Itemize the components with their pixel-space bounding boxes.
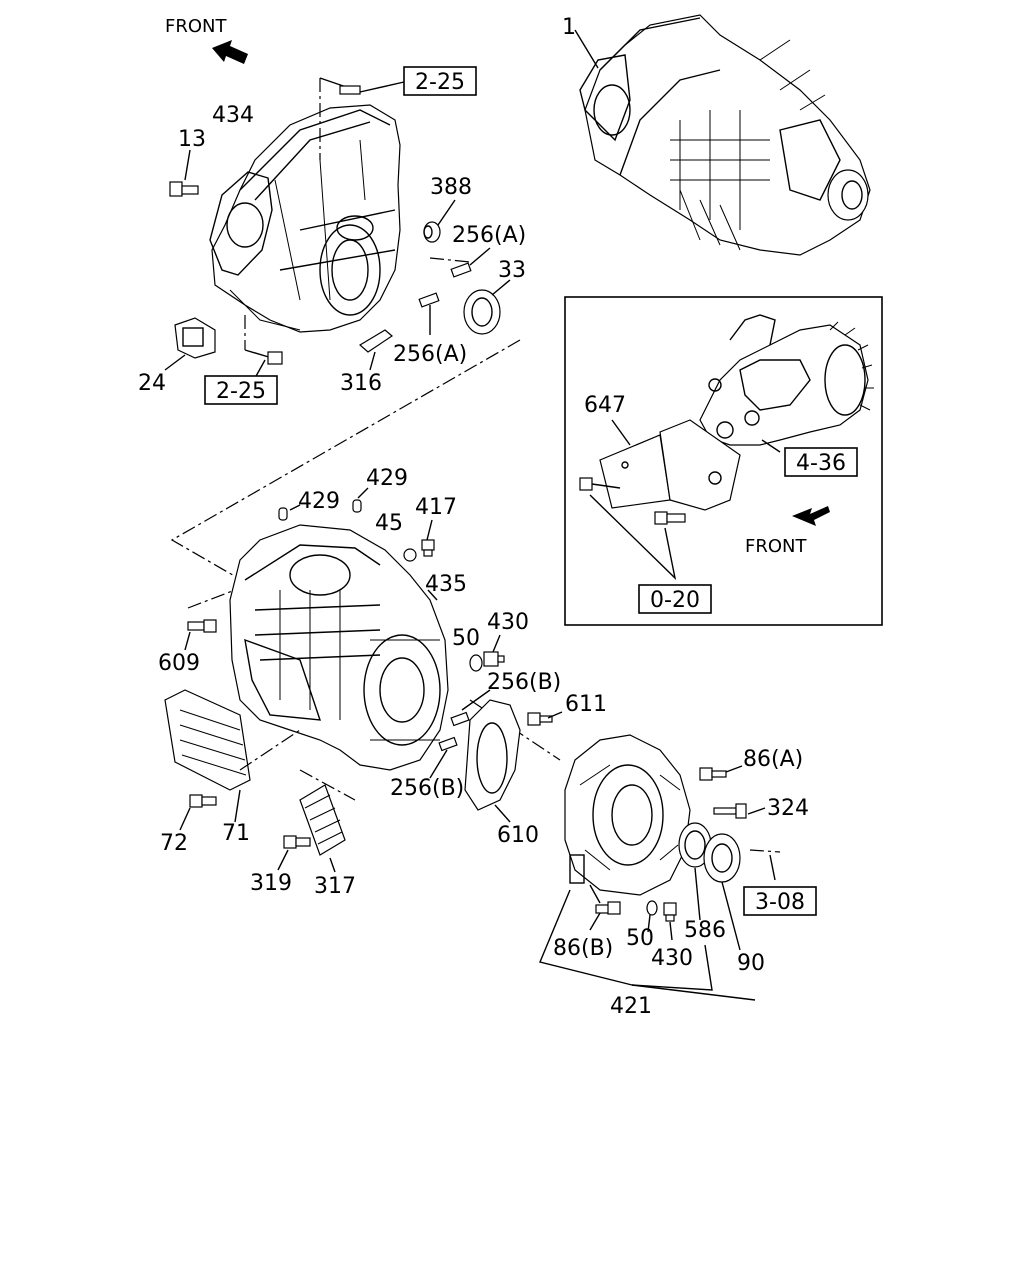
oil-seal-33 xyxy=(463,289,501,335)
label-388: 388 xyxy=(430,175,472,200)
bolt-319 xyxy=(283,835,311,849)
bolt-0-20-a xyxy=(579,477,621,491)
pto-pump xyxy=(699,314,874,446)
plug-429-a xyxy=(278,507,288,521)
dowel-pin-256a-1 xyxy=(450,262,472,278)
label-72: 72 xyxy=(160,831,188,856)
clutch-housing-434 xyxy=(209,104,401,333)
svg-text:2-25: 2-25 xyxy=(216,379,266,404)
bracket-647 xyxy=(599,419,741,511)
bushing-388 xyxy=(423,221,441,243)
ref-box-3-08: 3-08 xyxy=(743,886,817,916)
label-434: 434 xyxy=(212,103,254,128)
label-86a: 86(A) xyxy=(743,747,803,772)
bolt-0-20-b xyxy=(654,511,686,525)
label-256b-1: 256(B) xyxy=(487,670,561,695)
label-421: 421 xyxy=(610,994,652,1019)
plate-316 xyxy=(358,329,393,353)
label-50-b: 50 xyxy=(626,926,654,951)
label-610: 610 xyxy=(497,823,539,848)
label-13: 13 xyxy=(178,127,206,152)
label-256b-2: 256(B) xyxy=(390,776,464,801)
gasket-610 xyxy=(464,699,521,811)
svg-text:0-20: 0-20 xyxy=(650,588,700,613)
oring-45 xyxy=(403,548,417,562)
bolt-609 xyxy=(187,619,217,633)
front-label-inset: FRONT xyxy=(745,536,807,557)
ref-box-2-25-top: 2-25 xyxy=(403,66,477,96)
label-90: 90 xyxy=(737,951,765,976)
label-86b: 86(B) xyxy=(553,936,613,961)
bolt-top xyxy=(319,77,361,160)
label-71: 71 xyxy=(222,821,250,846)
plug-430-b xyxy=(663,902,677,922)
front-arrow-icon xyxy=(212,40,248,64)
plug-430-a xyxy=(483,651,505,667)
label-586: 586 xyxy=(684,918,726,943)
bolt-86a xyxy=(699,767,727,781)
label-316: 316 xyxy=(340,371,382,396)
label-611: 611 xyxy=(565,692,607,717)
cover-24 xyxy=(174,317,216,359)
ref-box-0-20: 0-20 xyxy=(638,584,712,614)
ref-box-2-25-bottom: 2-25 xyxy=(204,375,278,405)
bolt-72 xyxy=(189,794,217,808)
bolt-bottom xyxy=(244,315,283,365)
pin-256b-a xyxy=(450,711,470,727)
cover-317 xyxy=(299,784,346,856)
dowel-pin-256a-2 xyxy=(418,292,440,308)
ref-box-4-36: 4-36 xyxy=(784,447,858,477)
plug-429-b xyxy=(352,499,362,513)
label-417: 417 xyxy=(415,495,457,520)
label-45: 45 xyxy=(375,511,403,536)
label-317: 317 xyxy=(314,874,356,899)
label-24: 24 xyxy=(138,371,166,396)
svg-text:2-25: 2-25 xyxy=(415,70,465,95)
bolt-13 xyxy=(169,181,199,197)
svg-text:4-36: 4-36 xyxy=(796,451,846,476)
label-430-a: 430 xyxy=(487,610,529,635)
side-cover-71 xyxy=(164,689,251,791)
front-arrow-inset-icon xyxy=(792,506,830,526)
label-435: 435 xyxy=(425,572,467,597)
svg-text:3-08: 3-08 xyxy=(755,890,805,915)
label-324: 324 xyxy=(767,796,809,821)
label-647: 647 xyxy=(584,393,626,418)
transmission-case-435 xyxy=(229,524,449,771)
bolt-86b xyxy=(595,901,621,915)
plug-417 xyxy=(421,539,435,557)
label-430-b: 430 xyxy=(651,946,693,971)
rear-cover-421 xyxy=(564,734,691,896)
label-1: 1 xyxy=(562,15,576,40)
pin-256b-b xyxy=(438,736,458,752)
label-429-top: 429 xyxy=(366,466,408,491)
bolt-324 xyxy=(713,803,747,819)
label-429-left: 429 xyxy=(298,489,340,514)
bolt-611 xyxy=(527,712,553,726)
label-256a-2: 256(A) xyxy=(393,342,467,367)
label-256a-1: 256(A) xyxy=(452,223,526,248)
front-label-top: FRONT xyxy=(165,16,227,37)
oring-50-b xyxy=(646,900,658,916)
seal-90 xyxy=(703,833,741,883)
label-33: 33 xyxy=(498,258,526,283)
transmission-assembly-1 xyxy=(579,14,871,256)
label-319: 319 xyxy=(250,871,292,896)
label-609: 609 xyxy=(158,651,200,676)
oring-50-a xyxy=(469,654,483,672)
label-50-a: 50 xyxy=(452,626,480,651)
